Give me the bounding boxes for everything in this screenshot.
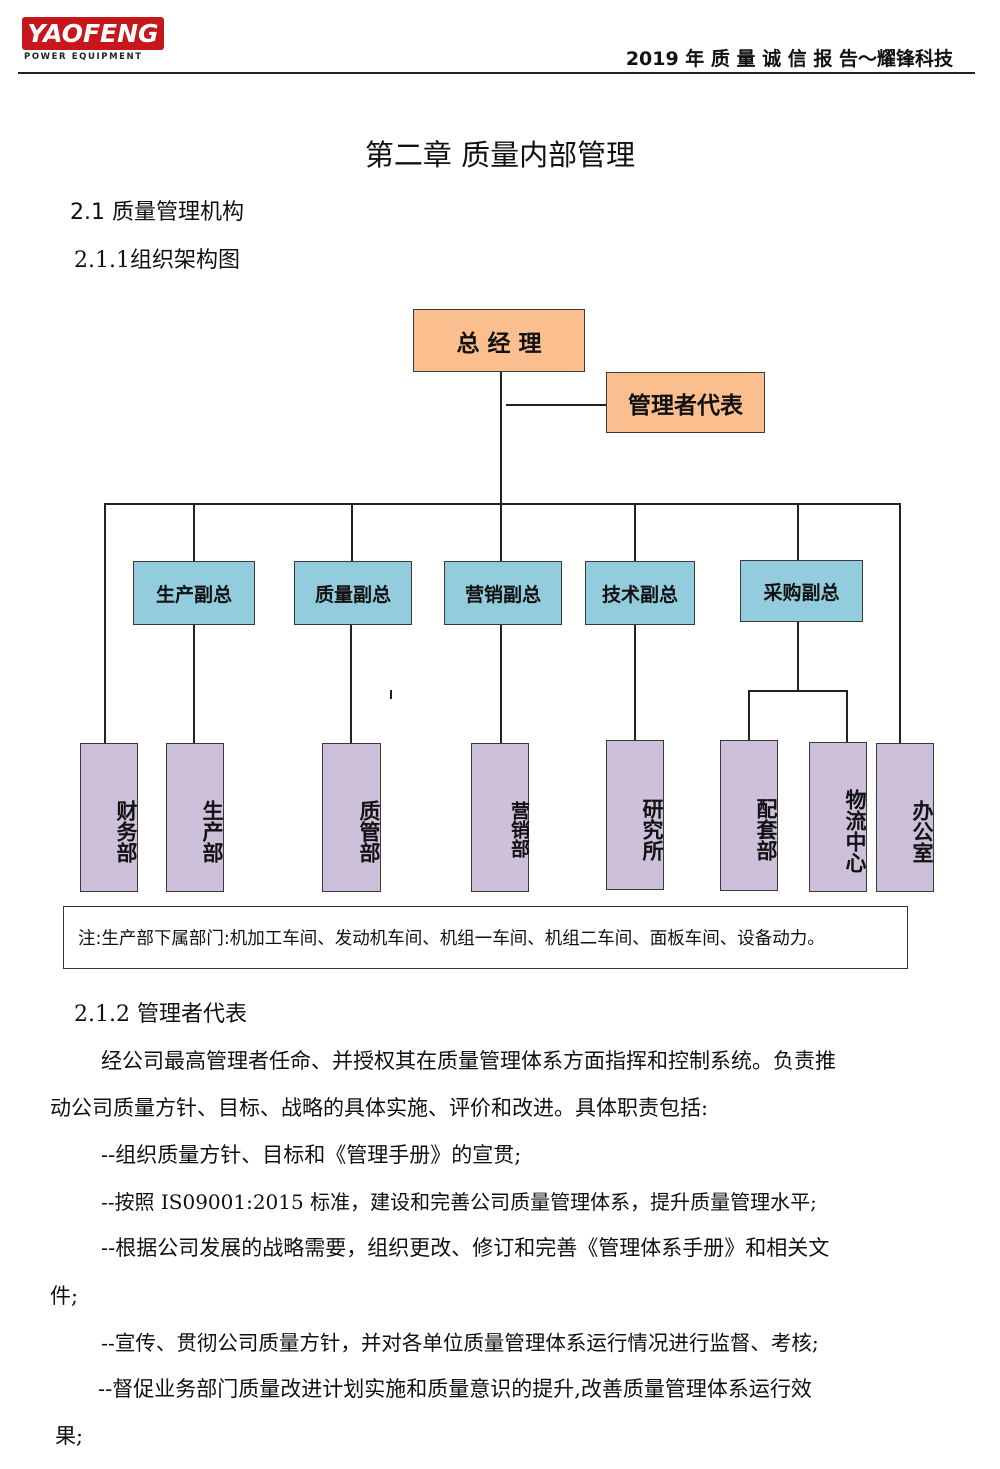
connector-line xyxy=(899,503,901,743)
header-title: 2019 年 质 量 诚 信 报 告～耀锋科技 xyxy=(625,48,953,70)
connector-line xyxy=(634,624,636,740)
org-chart-note: 注:生产部下属部门:机加工车间、发动机车间、机组一车间、机组二车间、面板车间、设… xyxy=(63,906,908,969)
section-heading-2-1: 2.1 质量管理机构 xyxy=(70,200,244,225)
org-box-vp-marketing: 营销副总 xyxy=(444,561,562,625)
header-divider xyxy=(18,72,975,74)
duty-item: --组织质量方针、目标和《管理手册》的宣贯; xyxy=(101,1143,522,1167)
connector-line xyxy=(846,690,848,742)
org-box-vp-technology: 技术副总 xyxy=(585,561,695,625)
connector-line xyxy=(748,690,848,692)
connector-line xyxy=(104,503,106,743)
org-box-dept-research-institute: 研究所 xyxy=(606,740,664,890)
body-paragraph-line: 动公司质量方针、目标、战略的具体实施、评价和改进。具体职责包括: xyxy=(50,1096,709,1120)
logo-wordmark: YAOFENG xyxy=(22,17,164,50)
connector-line xyxy=(193,624,195,743)
section-heading-2-1-1: 2.1.1组织架构图 xyxy=(74,248,240,273)
org-box-general-manager: 总 经 理 xyxy=(413,309,585,372)
org-box-dept-logistics-center: 物流中心 xyxy=(809,742,867,892)
connector-line xyxy=(500,371,502,504)
connector-line xyxy=(748,690,750,740)
org-box-vp-production: 生产副总 xyxy=(133,561,255,625)
connector-line xyxy=(500,624,502,743)
connector-line xyxy=(351,505,353,561)
org-box-vp-quality: 质量副总 xyxy=(294,561,412,625)
org-box-dept-office: 办公室 xyxy=(876,743,934,892)
note-text: 注:生产部下属部门:机加工车间、发动机车间、机组一车间、机组二车间、面板车间、设… xyxy=(78,929,825,949)
org-box-dept-quality-management: 质管部 xyxy=(322,743,381,892)
org-box-dept-production: 生产部 xyxy=(166,743,224,892)
connector-line xyxy=(500,503,502,561)
connector-line xyxy=(506,404,608,406)
body-paragraph-line: 经公司最高管理者任命、并授权其在质量管理体系方面指挥和控制系统。负责推 xyxy=(101,1049,836,1073)
duty-item: --宣传、贯彻公司质量方针，并对各单位质量管理体系运行情况进行监督、考核; xyxy=(101,1331,819,1355)
connector-line xyxy=(104,503,901,505)
section-heading-2-1-2: 2.1.2 管理者代表 xyxy=(74,1002,247,1027)
org-box-vp-procurement: 采购副总 xyxy=(740,560,863,622)
connector-line xyxy=(193,503,195,561)
connector-line xyxy=(634,505,636,561)
org-box-dept-finance: 财务部 xyxy=(80,743,138,892)
connector-line xyxy=(350,624,352,743)
chapter-title: 第二章 质量内部管理 xyxy=(364,138,636,172)
duty-item: --督促业务部门质量改进计划实施和质量意识的提升,改善质量管理体系运行效 xyxy=(98,1377,812,1401)
duty-item-continuation: 件; xyxy=(50,1284,79,1308)
company-logo: YAOFENG POWER EQUIPMENT xyxy=(22,17,164,62)
org-box-dept-supporting: 配套部 xyxy=(720,740,778,891)
duty-item-continuation: 果; xyxy=(55,1424,84,1448)
connector-line xyxy=(797,622,799,690)
logo-subtext: POWER EQUIPMENT xyxy=(24,52,143,62)
duty-item: --按照 IS09001:2015 标准，建设和完善公司质量管理体系，提升质量管… xyxy=(101,1190,817,1214)
connector-line xyxy=(797,503,799,561)
org-box-management-representative: 管理者代表 xyxy=(606,372,765,433)
stray-mark xyxy=(390,690,392,699)
org-box-dept-marketing: 营销部 xyxy=(471,743,530,892)
duty-item: --根据公司发展的战略需要，组织更改、修订和完善《管理体系手册》和相关文 xyxy=(101,1236,830,1260)
